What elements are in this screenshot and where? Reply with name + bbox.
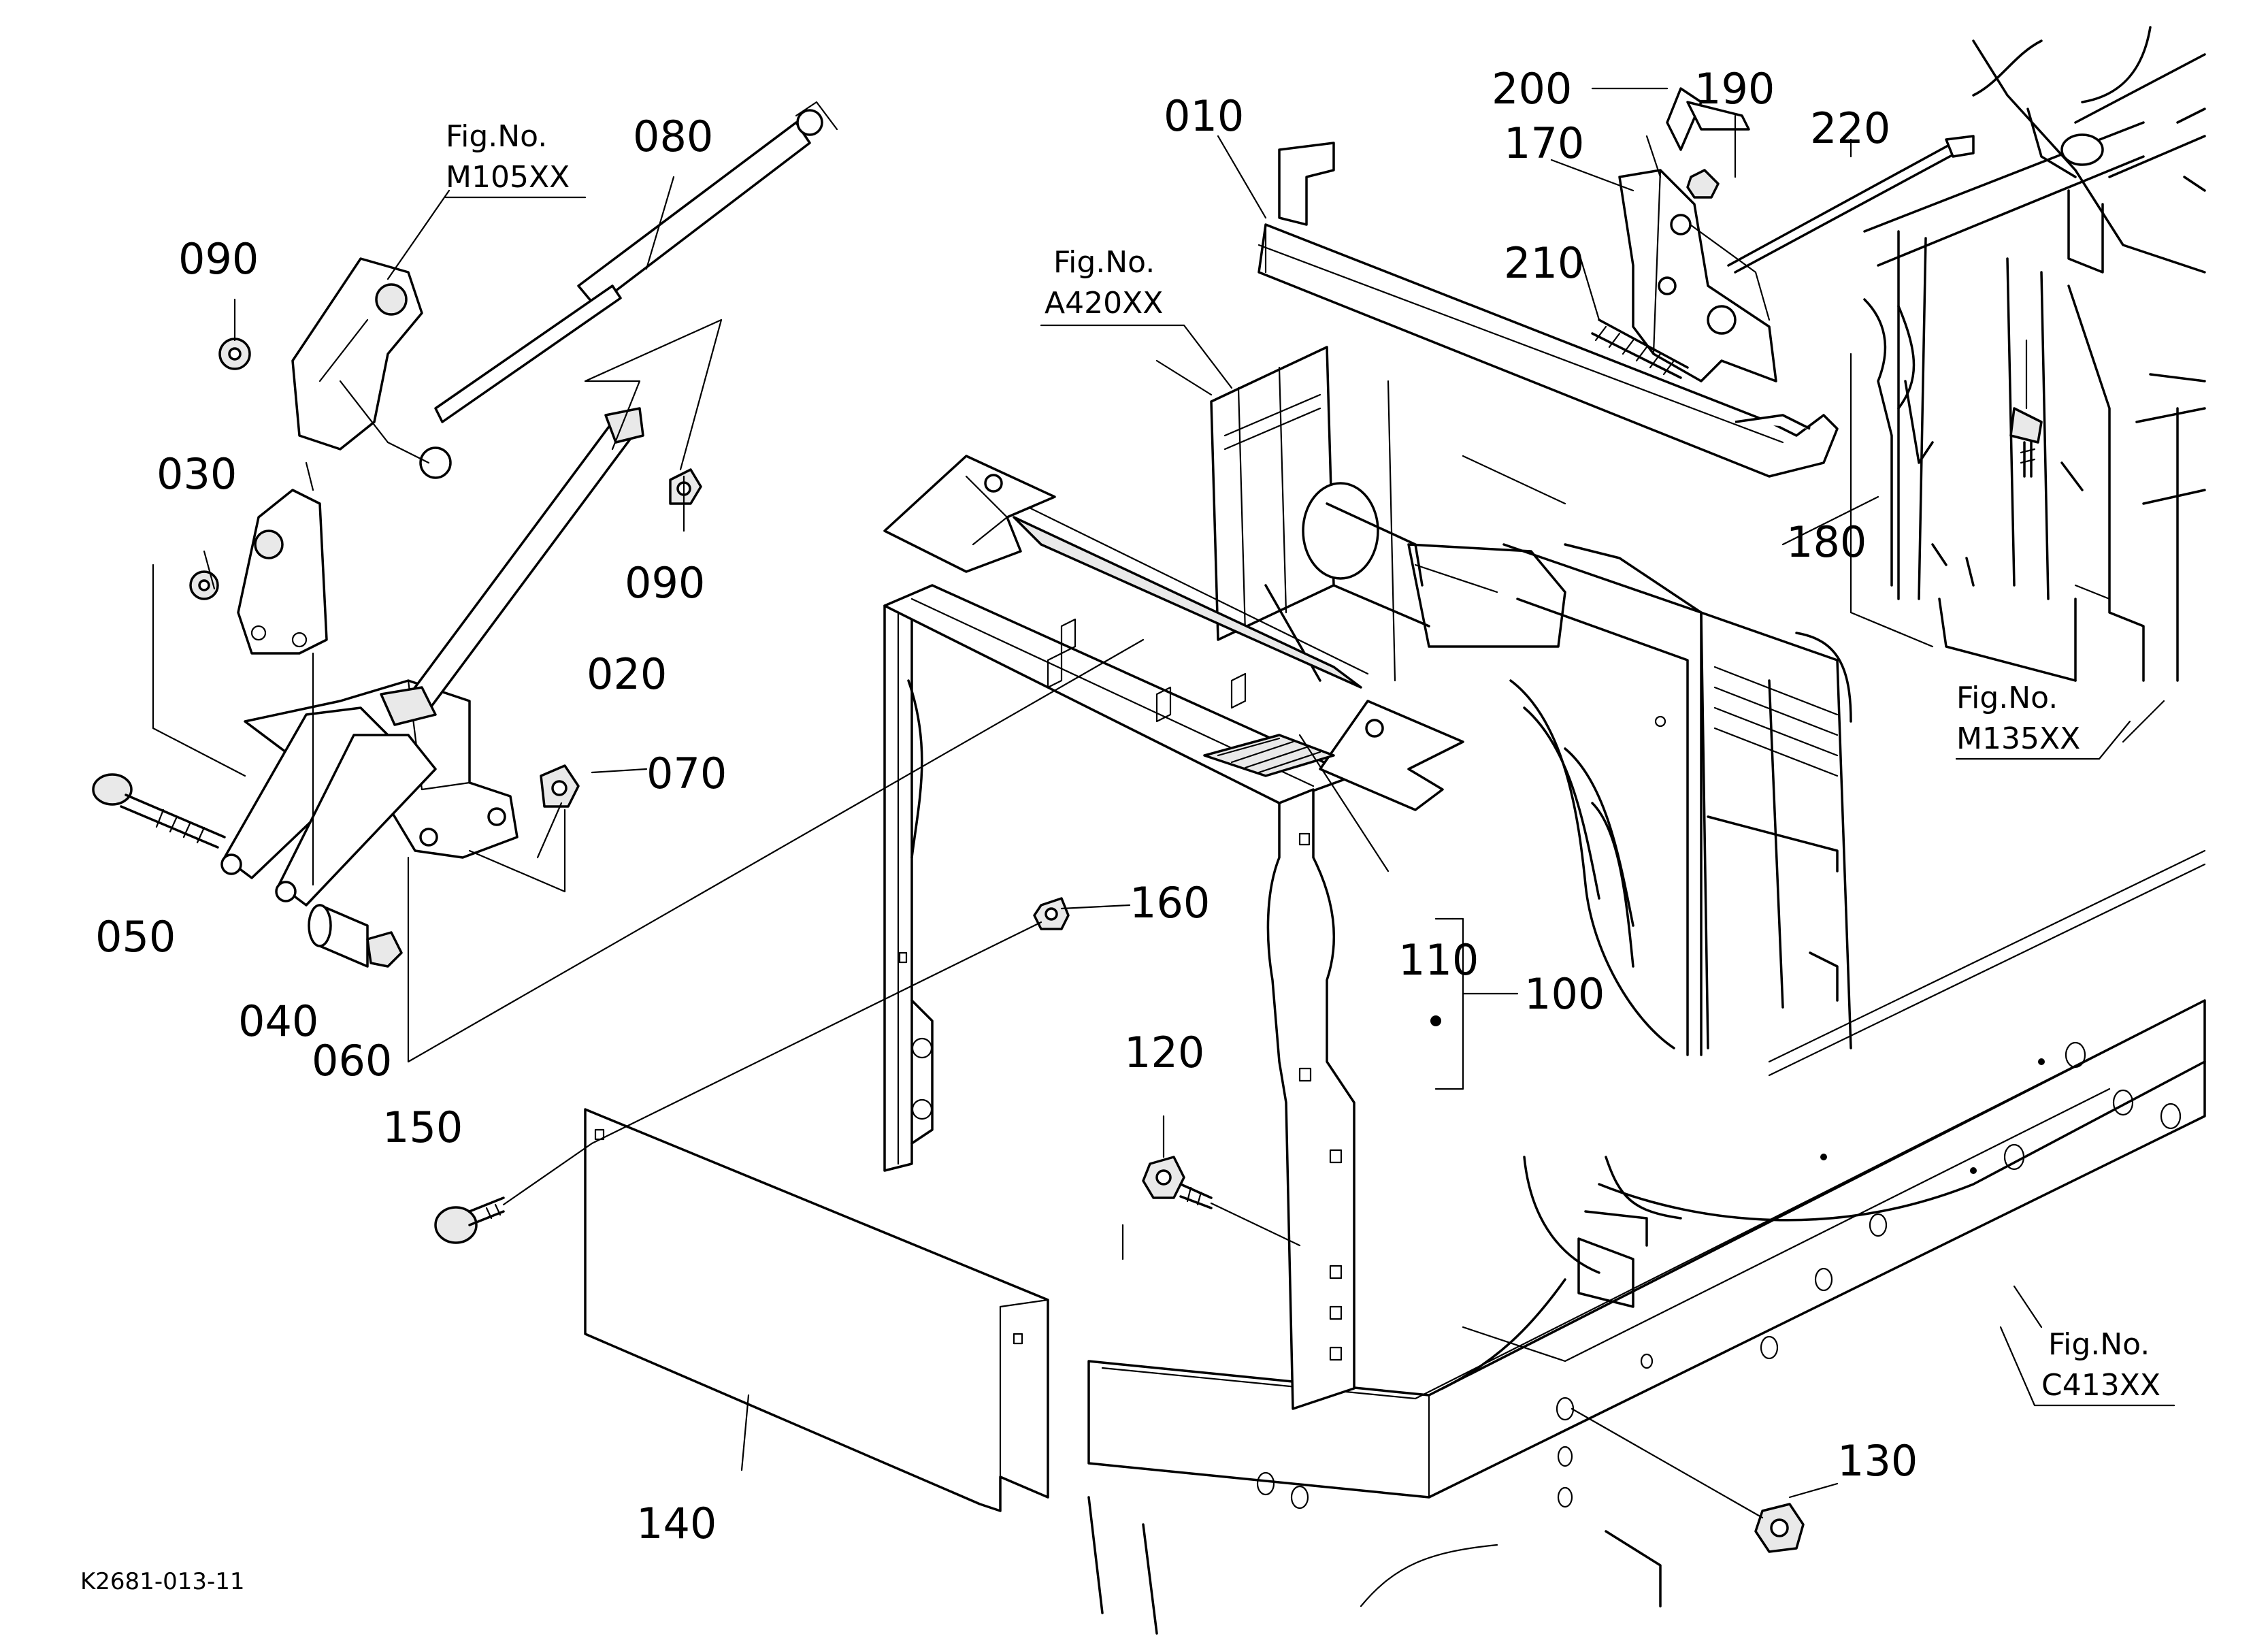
figure-ref-code: A420XX [1045, 286, 1163, 321]
label-050: 050 [95, 912, 176, 962]
label-090-upper: 090 [178, 234, 259, 284]
label-110: 110 [1398, 935, 1479, 985]
part-140-cover-plate [584, 1108, 1049, 1512]
label-200: 200 [1492, 64, 1572, 114]
part-number-labels: 010 020 030 040 050 060 070 080 090 090 … [95, 64, 1918, 1548]
label-010: 010 [1164, 91, 1244, 141]
label-070: 070 [646, 749, 727, 798]
figure-ref-code: M135XX [1956, 721, 2080, 756]
radiator-shroud [1564, 26, 2206, 1056]
part-010-hood-bracket [1258, 142, 1839, 478]
figure-ref-m105xx: Fig.No. M105XX [444, 119, 587, 199]
label-120: 120 [1124, 1028, 1204, 1077]
figure-ref-label: Fig.No. [1053, 245, 1155, 280]
figure-ref-a420xx: Fig.No. A420XX [1040, 245, 1233, 389]
loose-fasteners [434, 897, 1805, 1553]
figure-ref-code: M105XX [446, 160, 570, 195]
label-030: 030 [157, 449, 237, 499]
label-220: 220 [1810, 103, 1890, 153]
latch-assembly [1591, 87, 1975, 382]
figure-ref-m135xx: Fig.No. M135XX [1955, 681, 2131, 760]
label-060: 060 [312, 1036, 392, 1086]
leader-lines [203, 87, 2165, 1499]
label-150: 150 [382, 1103, 463, 1152]
drawing-code: K2681-013-11 [80, 1568, 245, 1595]
chassis-frame [1087, 849, 2206, 1635]
label-130: 130 [1837, 1436, 1918, 1486]
label-090-lower: 090 [625, 558, 705, 608]
hood-hinge-assembly [92, 101, 1145, 1063]
label-020: 020 [587, 649, 667, 699]
figure-ref-label: Fig.No. [1956, 681, 2058, 715]
label-040: 040 [238, 996, 318, 1046]
label-180: 180 [1786, 517, 1867, 567]
front-frame [1210, 346, 1709, 1056]
part-180-bolt [2009, 339, 2043, 478]
label-160: 160 [1130, 878, 1210, 928]
label-170: 170 [1504, 118, 1584, 168]
figure-ref-code: C413XX [2041, 1368, 2160, 1403]
figure-references: Fig.No. M105XX Fig.No. A420XX Fig.No. M1… [444, 119, 2175, 1407]
figure-ref-label: Fig.No. [2048, 1327, 2150, 1362]
figure-ref-c413xx: Fig.No. C413XX [1999, 1326, 2175, 1407]
label-190: 190 [1694, 64, 1775, 114]
label-140: 140 [636, 1499, 717, 1548]
label-080: 080 [633, 112, 713, 161]
figure-ref-label: Fig.No. [446, 119, 547, 154]
label-100: 100 [1524, 969, 1605, 1019]
part-100-support-frame [883, 455, 1464, 1410]
label-210: 210 [1504, 238, 1584, 288]
